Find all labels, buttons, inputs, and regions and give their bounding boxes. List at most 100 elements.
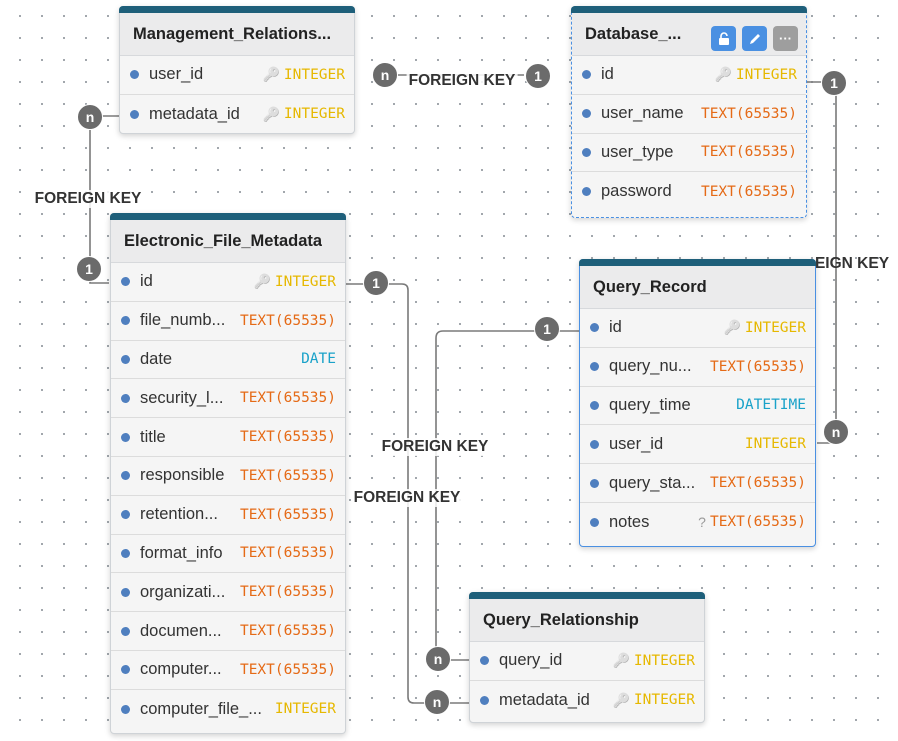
column-type: TEXT(65535) bbox=[239, 661, 336, 678]
table-column-row[interactable]: file_numb...TEXT(65535) bbox=[111, 302, 345, 341]
table-column-row[interactable]: query_sta... TEXT(65535) bbox=[580, 464, 815, 503]
column-name: documen... bbox=[140, 621, 222, 640]
table-title: Query_Record bbox=[593, 277, 707, 296]
column-type: TEXT(65535) bbox=[239, 467, 336, 484]
table-title: Electronic_File_Metadata bbox=[124, 231, 323, 250]
column-dot-icon bbox=[130, 109, 139, 119]
column-name: computer... bbox=[140, 660, 222, 679]
column-dot-icon bbox=[590, 478, 599, 488]
column-dot-icon bbox=[590, 362, 599, 372]
column-dot-icon bbox=[590, 439, 599, 449]
column-type: INTEGER bbox=[283, 106, 345, 123]
column-type: INTEGER bbox=[283, 66, 345, 83]
edge-label-query-rel-query-record: FOREIGN KEY bbox=[379, 438, 491, 456]
column-name: computer_file_... bbox=[140, 699, 262, 718]
column-type: TEXT(65535) bbox=[709, 475, 806, 492]
column-dot-icon bbox=[582, 70, 591, 80]
cardinality-badge: n bbox=[425, 646, 451, 672]
edit-button[interactable] bbox=[742, 26, 767, 51]
column-name: query_id bbox=[499, 651, 563, 670]
table-column-row[interactable]: query_nu... TEXT(65535) bbox=[580, 348, 815, 387]
column-dot-icon bbox=[121, 277, 130, 287]
table-column-row[interactable]: retention...TEXT(65535) bbox=[111, 496, 345, 535]
column-dot-icon bbox=[582, 109, 591, 119]
more-icon: ··· bbox=[779, 31, 792, 46]
key-icon: 🔑 bbox=[612, 691, 630, 708]
more-button[interactable]: ··· bbox=[773, 26, 798, 51]
table-title: Query_Relationship bbox=[483, 610, 639, 629]
column-type: INTEGER bbox=[274, 273, 336, 290]
table-column-row[interactable]: metadata_id🔑INTEGER bbox=[470, 681, 704, 720]
edge-label-query-record-database: EIGN KEY bbox=[814, 255, 890, 272]
cardinality-badge: n bbox=[77, 104, 103, 130]
key-icon: 🔑 bbox=[262, 105, 280, 122]
table-column-row[interactable]: id🔑INTEGER bbox=[580, 309, 815, 348]
table-column-row[interactable]: notes?TEXT(65535) bbox=[580, 503, 815, 542]
pencil-icon bbox=[749, 33, 760, 44]
column-name: user_name bbox=[601, 104, 684, 123]
table-column-row[interactable]: responsible TEXT(65535) bbox=[111, 457, 345, 496]
column-name: id bbox=[140, 272, 153, 291]
column-name: query_sta... bbox=[609, 473, 696, 492]
table-column-row[interactable]: documen... TEXT(65535) bbox=[111, 612, 345, 651]
column-name: query_nu... bbox=[609, 357, 692, 376]
column-type: TEXT(65535) bbox=[700, 144, 797, 161]
table-header[interactable]: Electronic_File_Metadata bbox=[111, 220, 345, 263]
cardinality-badge: 1 bbox=[76, 256, 102, 282]
column-type: TEXT(65535) bbox=[239, 623, 336, 640]
column-name: responsible bbox=[140, 466, 225, 485]
column-name: user_type bbox=[601, 142, 674, 161]
column-dot-icon bbox=[121, 354, 130, 364]
table-column-row[interactable]: organizati...TEXT(65535) bbox=[111, 573, 345, 613]
table-column-row[interactable]: computer... TEXT(65535) bbox=[111, 651, 345, 690]
table-header[interactable]: Database_... bbox=[572, 13, 806, 56]
table-column-row[interactable]: metadata_id 🔑INTEGER bbox=[120, 95, 354, 134]
column-type: TEXT(65535) bbox=[239, 312, 336, 329]
table-column-row[interactable]: id🔑INTEGER bbox=[111, 263, 345, 302]
column-type: TEXT(65535) bbox=[709, 358, 806, 375]
table-header[interactable]: Query_Record bbox=[580, 266, 815, 309]
edge-label-management-metadata: FOREIGN KEY bbox=[32, 190, 144, 208]
table-column-row[interactable]: query_id🔑INTEGER bbox=[470, 642, 704, 681]
unlock-button[interactable] bbox=[711, 26, 736, 51]
column-name: user_id bbox=[609, 434, 664, 453]
column-dot-icon bbox=[480, 695, 489, 705]
table-column-row[interactable]: user_id🔑INTEGER bbox=[120, 56, 354, 95]
table-toolbar: ··· bbox=[711, 26, 798, 51]
table-column-row[interactable]: computer_file_... INTEGER bbox=[111, 690, 345, 729]
table-header[interactable]: Management_Relations... bbox=[120, 13, 354, 56]
column-dot-icon bbox=[582, 187, 591, 197]
table-header[interactable]: Query_Relationship bbox=[470, 599, 704, 642]
cardinality-badge: n bbox=[372, 62, 398, 88]
table-title: Management_Relations... bbox=[133, 24, 332, 43]
column-type: TEXT(65535) bbox=[239, 390, 336, 407]
column-dot-icon bbox=[121, 393, 130, 403]
column-name: user_id bbox=[149, 65, 204, 84]
table-column-row[interactable]: id🔑INTEGER bbox=[572, 56, 806, 95]
column-type: INTEGER bbox=[274, 701, 336, 718]
table-query-record[interactable]: Query_Record id🔑INTEGER query_nu... TEXT(6… bbox=[579, 259, 816, 547]
column-name: notes bbox=[609, 512, 650, 531]
column-type: TEXT(65535) bbox=[239, 506, 336, 523]
table-column-row[interactable]: user_type TEXT(65535) bbox=[572, 134, 806, 173]
cardinality-badge: 1 bbox=[525, 63, 551, 89]
column-dot-icon bbox=[121, 626, 130, 636]
column-type: INTEGER bbox=[744, 319, 806, 336]
column-name: metadata_id bbox=[149, 104, 240, 123]
column-type: INTEGER bbox=[735, 66, 797, 83]
table-column-row[interactable]: security_l...TEXT(65535) bbox=[111, 379, 345, 419]
column-name: date bbox=[140, 349, 173, 368]
column-name: metadata_id bbox=[499, 690, 590, 709]
column-dot-icon bbox=[121, 432, 130, 442]
